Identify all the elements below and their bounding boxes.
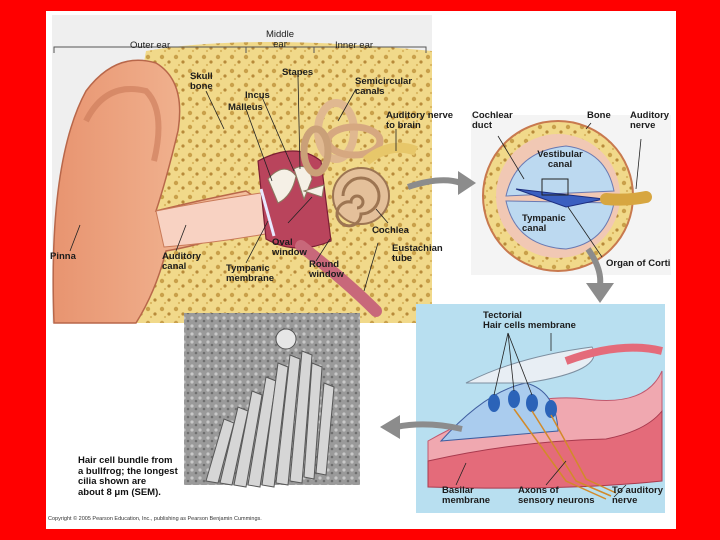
- label-round-window: Round window: [309, 259, 344, 280]
- label-bone: Bone: [587, 110, 611, 121]
- label-oval-window: Oval window: [272, 237, 307, 258]
- label-vestibular-canal: Vestibular canal: [537, 149, 583, 170]
- label-outer-ear: Outer ear: [130, 40, 171, 51]
- label-to-auditory-nerve: To auditory nerve: [612, 485, 664, 506]
- ear-cross-section: [52, 15, 432, 324]
- label-axons-sensory-neurons: Axons of sensory neurons: [518, 485, 595, 506]
- label-auditory-nerve-to-brain: Auditory nerve to brain: [386, 110, 454, 131]
- sem-caption: Hair cell bundle from a bullfrog; the lo…: [78, 455, 178, 498]
- label-inner-ear: Inner ear: [335, 40, 374, 51]
- label-semicircular-canals: Semicircular canals: [355, 76, 413, 97]
- label-cochlear-duct: Cochlear duct: [472, 110, 513, 131]
- label-skull-bone: Skull bone: [190, 71, 213, 92]
- label-middle-ear: Middle ear: [266, 29, 294, 50]
- label-incus: Incus: [245, 90, 270, 101]
- label-organ-of-corti: Organ of Corti: [606, 258, 671, 269]
- copyright-text: Copyright © 2005 Pearson Education, Inc.…: [48, 516, 262, 522]
- cochlea-cross-section: [407, 115, 671, 303]
- label-eustachian-tube: Eustachian tube: [392, 243, 443, 264]
- label-cochlea: Cochlea: [372, 225, 409, 236]
- ear-anatomy-figure: [52, 15, 671, 513]
- label-auditory-canal: Auditory canal: [162, 251, 202, 272]
- organ-of-corti-panel: [380, 304, 665, 513]
- label-basilar-membrane: Basilar membrane: [442, 485, 491, 506]
- label-stapes: Stapes: [282, 67, 314, 78]
- label-tympanic-membrane: Tympanic membrane: [226, 263, 275, 284]
- label-pinna: Pinna: [50, 251, 76, 262]
- label-auditory-nerve: Auditory nerve: [630, 110, 670, 131]
- label-tectorial-hair-cells: Tectorial Hair cells membrane: [483, 310, 576, 331]
- label-malleus: Malleus: [228, 102, 263, 113]
- sem-hair-cell-bundle: [184, 313, 360, 488]
- slide: Outer ear Middle ear Inner ear Skull bon…: [46, 11, 676, 529]
- label-tympanic-canal: Tympanic canal: [522, 213, 566, 234]
